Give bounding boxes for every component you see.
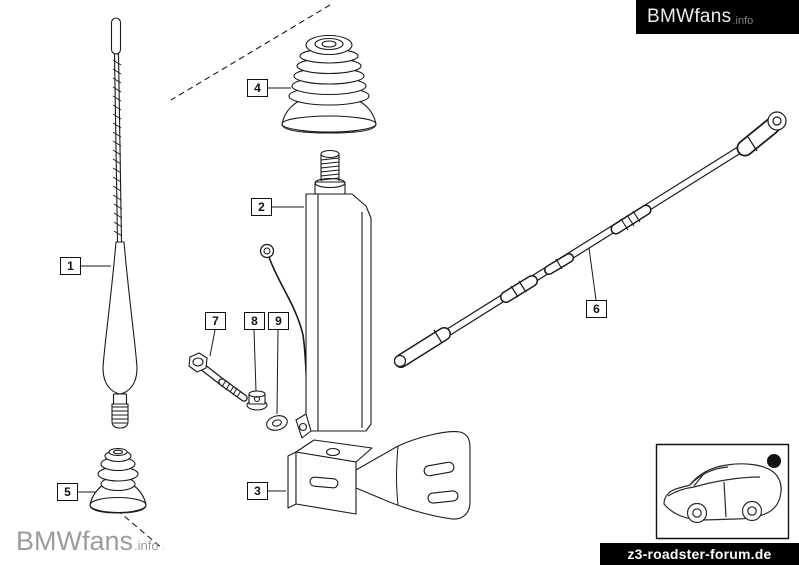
watermark-brand: BMWfans bbox=[16, 526, 134, 556]
callout-6[interactable]: 6 bbox=[586, 300, 607, 318]
thumbnail-frame bbox=[655, 443, 790, 540]
part-mounting-bracket bbox=[287, 431, 471, 520]
callout-leaders bbox=[78, 87, 597, 493]
part-nut bbox=[246, 390, 268, 411]
corner-watermark: BMWfans .info bbox=[16, 526, 159, 557]
forum-banner[interactable]: z3-roadster-forum.de bbox=[600, 543, 799, 565]
callout-7[interactable]: 7 bbox=[205, 312, 226, 330]
part-hex-bolt bbox=[188, 352, 248, 402]
part-rubber-grommet bbox=[89, 447, 147, 514]
part-washer bbox=[266, 415, 288, 431]
part-sealing-bellows bbox=[281, 34, 377, 134]
watermark-suffix: .info bbox=[134, 538, 159, 553]
antenna-location-dot bbox=[767, 454, 781, 468]
front-wheel bbox=[686, 502, 708, 524]
callout-5[interactable]: 5 bbox=[57, 483, 78, 501]
guide-lines bbox=[116, 4, 331, 550]
rear-wheel bbox=[741, 500, 763, 522]
callout-3[interactable]: 3 bbox=[247, 482, 268, 500]
callout-9[interactable]: 9 bbox=[268, 312, 289, 330]
car-location-thumbnail bbox=[655, 443, 790, 540]
part-antenna-drive bbox=[259, 149, 372, 439]
part-antenna-mast bbox=[102, 17, 138, 429]
part-antenna-cable bbox=[393, 111, 787, 368]
site-logo-suffix: .info bbox=[732, 14, 754, 27]
callout-2[interactable]: 2 bbox=[251, 198, 272, 216]
site-logo-brand: BMWfans bbox=[647, 6, 732, 27]
callout-8[interactable]: 8 bbox=[244, 312, 265, 330]
callout-4[interactable]: 4 bbox=[247, 79, 268, 97]
site-logo[interactable]: BMWfans .info bbox=[636, 0, 799, 34]
callout-1[interactable]: 1 bbox=[60, 257, 81, 275]
forum-banner-text: z3-roadster-forum.de bbox=[627, 546, 772, 562]
